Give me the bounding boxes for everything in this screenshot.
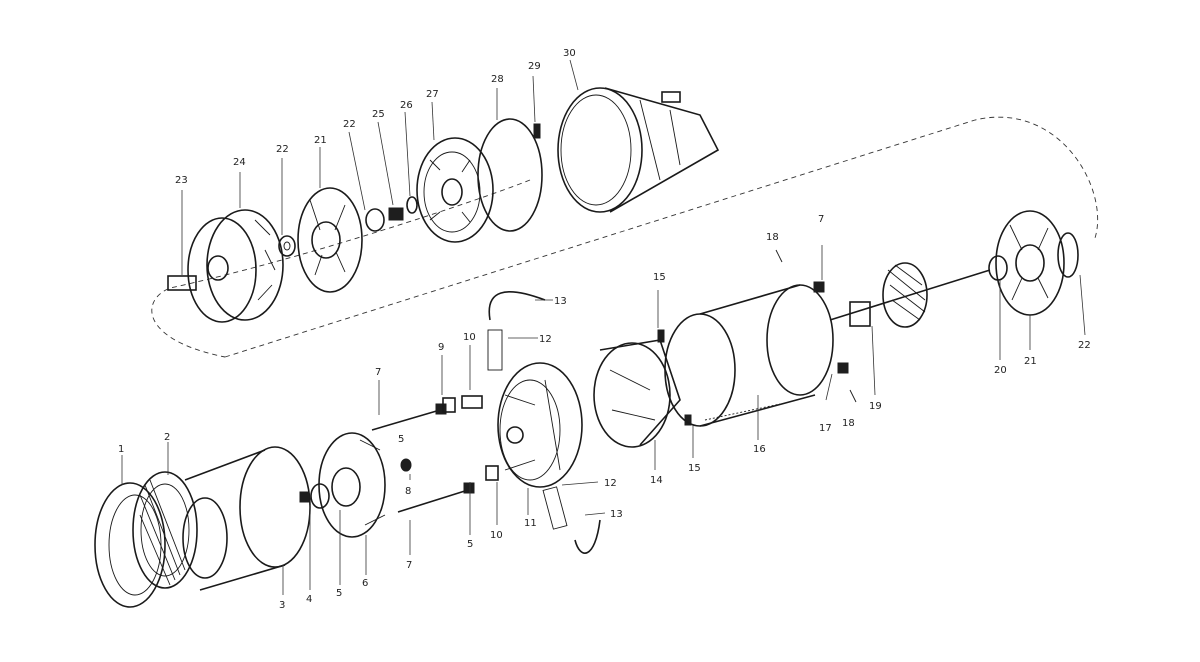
seal-ring-28 [477,118,543,232]
callout-10b: 10 [490,530,503,541]
callout-17: 17 [819,423,832,434]
washer-20 [988,255,1008,281]
callout-8: 8 [405,486,411,497]
motor-case-16 [664,284,834,427]
callout-30: 30 [563,48,576,59]
callout-15b: 15 [688,463,701,474]
brush-holder-10-upper [461,395,483,409]
bracket-11 [497,362,583,488]
callout-9: 9 [438,342,444,353]
leader-lines [121,59,1086,595]
callout-27: 27 [426,89,439,100]
callout-5c: 5 [467,539,473,550]
callout-21b: 21 [314,135,327,146]
shaft-stub [167,275,197,291]
callout-11: 11 [524,518,537,529]
callout-7b: 7 [406,560,412,571]
callout-25: 25 [372,109,385,120]
armature-19 [829,262,991,328]
callout-3: 3 [279,600,285,611]
callout-labels: 1 2 3 4 5 5 5 6 7 7 7 8 9 10 10 11 12 12… [118,48,1091,611]
clip-29 [533,123,541,139]
callout-18b: 18 [842,418,855,429]
callout-24: 24 [233,157,246,168]
callout-2: 2 [164,432,170,443]
callout-14: 14 [650,475,663,486]
callout-16: 16 [753,444,766,455]
callout-15a: 15 [653,272,666,283]
nut-4 [299,491,310,503]
callout-22a: 22 [1078,340,1091,351]
brush-holder-10-lower [485,465,499,481]
callout-7a: 7 [375,367,381,378]
washer-5 [310,483,330,509]
callout-22b: 22 [276,144,289,155]
callout-26: 26 [400,100,413,111]
bush-26 [406,196,418,214]
callout-13b: 13 [610,509,623,520]
bolt-7-upper [371,403,447,431]
cable-upper [487,291,546,371]
callout-10a: 10 [463,332,476,343]
callout-5b: 5 [398,434,404,445]
assembly-path-line-upper [151,179,531,358]
callout-6: 6 [362,578,368,589]
pin-15-upper [657,329,665,343]
callout-4: 4 [306,594,312,605]
callout-28: 28 [491,74,504,85]
callout-18a: 18 [766,232,779,243]
screw-18-upper [775,249,783,263]
drum-3 [182,446,311,591]
assembly-path-line [224,116,1099,358]
callout-21a: 21 [1024,356,1037,367]
callout-5a: 5 [336,588,342,599]
front-ring-1 [94,482,166,608]
callout-12a: 12 [539,334,552,345]
part-8 [400,458,412,472]
callout-13a: 13 [554,296,567,307]
brush-9 [442,397,456,413]
callout-12b: 12 [604,478,617,489]
fan-21-upper [297,187,363,293]
nut-17-upper [813,281,825,293]
nut-25 [388,207,404,221]
housing-6 [318,432,386,538]
callout-23: 23 [175,175,188,186]
field-coil-14 [593,339,681,448]
cover-plate-27 [416,137,494,243]
callout-22c: 22 [343,119,356,130]
washer-22-mid [365,208,385,232]
bolt-7-lower [397,482,475,513]
cone-filter-30 [557,87,720,213]
callout-19: 19 [869,401,882,412]
callout-20: 20 [994,365,1007,376]
mesh-filter-2 [132,471,198,589]
callout-7c: 7 [818,214,824,225]
hub-22-lower [1057,232,1079,278]
callout-1: 1 [118,444,124,455]
washer-22-upper [278,235,296,257]
screw-18-lower [849,389,857,403]
nut-17-lower [837,362,849,374]
impeller-housing [187,209,284,323]
cable-lower [542,486,601,554]
callout-29: 29 [528,61,541,72]
